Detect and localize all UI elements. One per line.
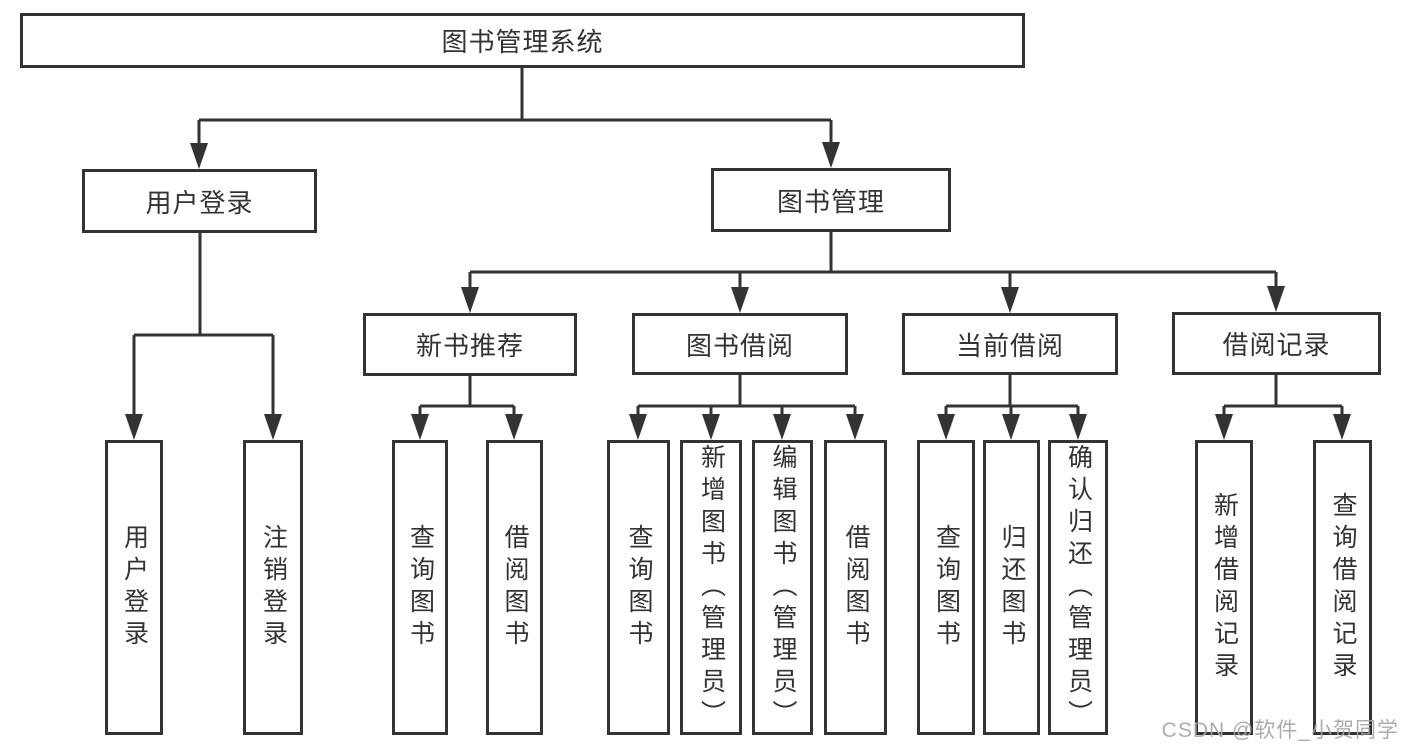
node-new-book-rec: 新书推荐 bbox=[363, 313, 577, 376]
node-book-mgmt: 图书管理 bbox=[711, 168, 951, 232]
node-leaf-add-borrow-rec: 新增借阅记录 bbox=[1195, 440, 1253, 735]
connector-borrow-record bbox=[1215, 375, 1351, 440]
node-leaf-query-borrow-rec: 查询借阅记录 bbox=[1313, 440, 1372, 735]
connector-book-mgmt bbox=[461, 232, 1285, 313]
node-leaf-confirm-return: 确认归还（管理员） bbox=[1048, 440, 1108, 735]
node-leaf-borrow-book-2: 借阅图书 bbox=[824, 440, 887, 735]
node-leaf-query-book-1: 查询图书 bbox=[392, 440, 448, 735]
connector-user-login bbox=[125, 233, 282, 440]
connector-book-borrow bbox=[629, 375, 864, 440]
connector-new-book-rec bbox=[411, 376, 523, 440]
node-leaf-user-login: 用户登录 bbox=[105, 440, 163, 735]
node-root: 图书管理系统 bbox=[20, 13, 1025, 68]
node-leaf-return-book: 归还图书 bbox=[983, 440, 1040, 735]
node-leaf-edit-book: 编辑图书（管理员） bbox=[752, 440, 813, 735]
node-leaf-query-book-3: 查询图书 bbox=[917, 440, 975, 735]
node-current-borrow: 当前借阅 bbox=[902, 313, 1118, 375]
node-book-borrow: 图书借阅 bbox=[632, 313, 848, 375]
node-borrow-record: 借阅记录 bbox=[1172, 312, 1381, 375]
node-leaf-add-book: 新增图书（管理员） bbox=[680, 440, 742, 735]
connector-current-borrow bbox=[937, 375, 1087, 440]
node-leaf-logout: 注销登录 bbox=[243, 440, 303, 735]
node-leaf-query-book-2: 查询图书 bbox=[607, 440, 670, 735]
connector-root bbox=[190, 68, 840, 169]
node-leaf-borrow-book-1: 借阅图书 bbox=[486, 440, 543, 735]
node-user-login: 用户登录 bbox=[82, 169, 317, 233]
